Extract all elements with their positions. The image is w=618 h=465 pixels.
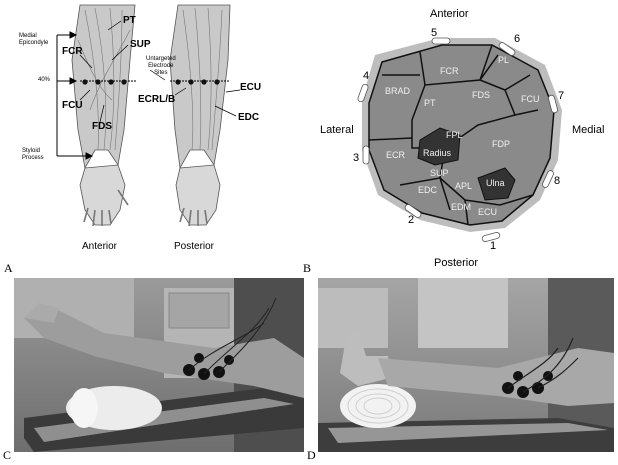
electrode-number-8: 8 — [554, 175, 561, 187]
electrode-pad-7 — [548, 94, 558, 114]
ulna-bone — [477, 167, 516, 201]
electrode-number-2: 2 — [408, 214, 415, 226]
lateral-label: Lateral — [320, 124, 354, 136]
muscle-label-edc: EDC — [238, 112, 260, 123]
posterior-view-label: Posterior — [174, 241, 215, 252]
region-fds: FDS — [472, 90, 490, 100]
region-ecu: ECU — [478, 207, 498, 217]
panel-letter-a: A — [4, 261, 13, 275]
region-apl: APL — [455, 181, 473, 191]
region-edc: EDC — [418, 185, 438, 195]
region-pt: PT — [424, 98, 436, 108]
electrode-pad-8 — [542, 170, 554, 188]
electrode-number-3: 3 — [353, 152, 360, 164]
electrode-site — [108, 79, 114, 85]
electrode-pad-3 — [362, 145, 370, 165]
photo-forearm-electrodes-c — [14, 278, 304, 452]
muscle-label-fcu: FCU — [62, 100, 83, 111]
electrode-site — [82, 79, 88, 85]
electrode-site — [214, 79, 220, 85]
region-brad: BRAD — [385, 86, 411, 96]
electrode-pad-4 — [357, 83, 369, 103]
photo-forearm-electrodes-d — [318, 278, 614, 452]
region-ecr: ECR — [386, 150, 406, 160]
electrode-pad-1 — [481, 232, 501, 242]
muscle-label-pt: PT — [123, 15, 136, 26]
electrode-number-7: 7 — [558, 90, 565, 102]
posterior-label: Posterior — [434, 257, 479, 269]
electrode-number-1: 1 — [490, 240, 497, 252]
electrode-number-6: 6 — [514, 33, 521, 45]
region-ulna: Ulna — [486, 178, 505, 188]
electrode-site — [188, 79, 194, 85]
electrode-pad-6 — [498, 42, 516, 56]
region-pl: PL — [498, 55, 510, 65]
electrode-site — [95, 79, 101, 85]
muscle-label-sup: SUP — [130, 39, 151, 50]
panel-c: C — [14, 278, 304, 452]
cross-section-diagram — [357, 37, 562, 242]
panel-letter-b: B — [303, 261, 312, 275]
region-sup: SUP — [430, 168, 449, 178]
panel-b: Anterior Posterior Lateral Medial 1 2 3 … — [300, 0, 618, 275]
electrode-number-4: 4 — [363, 70, 370, 82]
electrode-site — [201, 79, 207, 85]
radius-bone — [417, 127, 461, 166]
region-fpl: FPL — [446, 130, 463, 140]
anterior-label: Anterior — [430, 8, 469, 20]
region-fcu: FCU — [521, 94, 540, 104]
muscle-label-ecrlb: ECRL/B — [138, 94, 176, 105]
region-radius: Radius — [423, 148, 452, 158]
electrode-pad-2 — [404, 204, 422, 218]
anterior-view-label: Anterior — [82, 241, 118, 252]
percent-label: 40% — [38, 77, 51, 83]
electrode-site — [121, 79, 127, 85]
muscle-label-ecu: ECU — [240, 82, 262, 93]
region-fdp: FDP — [492, 139, 510, 149]
panel-letter-d: D — [307, 448, 316, 462]
electrode-number-5: 5 — [431, 27, 438, 39]
region-edm: EDM — [451, 202, 471, 212]
panel-letter-c-outer: C — [3, 448, 12, 462]
muscle-label-fds: FDS — [92, 121, 112, 132]
region-fcr: FCR — [440, 66, 459, 76]
panel-d — [318, 278, 614, 452]
electrode-pad-5 — [431, 37, 451, 45]
forearm-anatomy-illustration — [56, 4, 241, 227]
electrode-site — [175, 79, 181, 85]
muscle-label-fcr: FCR — [62, 46, 83, 57]
medial-label: Medial — [572, 124, 605, 136]
